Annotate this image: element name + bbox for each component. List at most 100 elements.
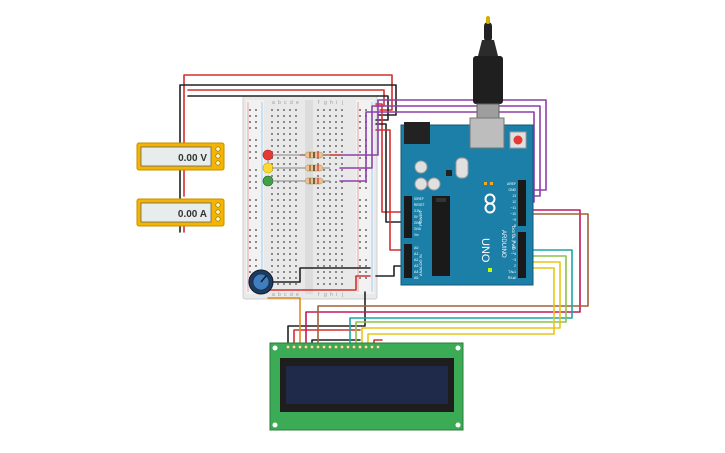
breadboard-hole bbox=[283, 127, 285, 129]
lcd-pin[interactable] bbox=[298, 345, 302, 349]
black-wire[interactable] bbox=[375, 265, 406, 277]
red-wire[interactable] bbox=[261, 275, 371, 291]
svg-text:f: f bbox=[318, 292, 320, 298]
svg-text:b: b bbox=[278, 100, 281, 106]
voltmeter[interactable]: 0.00 V bbox=[136, 142, 225, 171]
breadboard-hole bbox=[271, 199, 273, 201]
breadboard-hole bbox=[323, 187, 325, 189]
lcd-pin[interactable] bbox=[352, 345, 356, 349]
red-wire-a0[interactable] bbox=[375, 129, 406, 251]
lcd-pin[interactable] bbox=[292, 345, 296, 349]
black-wire-gnd[interactable] bbox=[375, 123, 406, 223]
breadboard-hole bbox=[329, 187, 331, 189]
breadboard-hole bbox=[271, 121, 273, 123]
black-wire[interactable] bbox=[261, 267, 371, 283]
analog-pin-labels: A0 A1 A2 A3 A4 A5 bbox=[414, 246, 418, 280]
lcd-pin[interactable] bbox=[370, 345, 374, 349]
meter-knob-icon bbox=[215, 202, 221, 208]
red-wire-lcd-vcc[interactable] bbox=[293, 329, 361, 347]
svg-text:Vin: Vin bbox=[414, 233, 419, 237]
lcd-pin[interactable] bbox=[322, 345, 326, 349]
usb-cable[interactable] bbox=[473, 16, 503, 125]
power-label: POWER bbox=[418, 211, 423, 226]
breadboard-hole bbox=[317, 127, 319, 129]
rail-hole bbox=[359, 241, 361, 243]
lcd-pin[interactable] bbox=[316, 345, 320, 349]
breadboard-hole bbox=[271, 271, 273, 273]
lcd-pin[interactable] bbox=[334, 345, 338, 349]
breadboard-hole bbox=[271, 235, 273, 237]
arduino-uno[interactable]: ARDUINO UNO POWER ANALOG IN DIGITAL (PWM… bbox=[400, 117, 534, 286]
breadboard-hole bbox=[341, 259, 343, 261]
rail-hole bbox=[365, 217, 367, 219]
resistor[interactable] bbox=[300, 177, 330, 185]
svg-text:GND: GND bbox=[508, 188, 516, 192]
svg-text:f: f bbox=[318, 100, 320, 106]
breadboard-hole bbox=[335, 283, 337, 285]
led-green[interactable] bbox=[262, 175, 274, 187]
lcd-pin[interactable] bbox=[286, 345, 290, 349]
breadboard-hole bbox=[341, 175, 343, 177]
rail-hole bbox=[255, 241, 257, 243]
rail-hole bbox=[255, 175, 257, 177]
teal-wire-lcd-d4[interactable] bbox=[349, 249, 573, 347]
lcd-pin[interactable] bbox=[304, 345, 308, 349]
breadboard-hole bbox=[295, 175, 297, 177]
lcd-module[interactable] bbox=[269, 342, 464, 431]
lcd-pin[interactable] bbox=[364, 345, 368, 349]
orange-wire-lcd-contrast[interactable] bbox=[267, 297, 301, 347]
rail-hole bbox=[359, 277, 361, 279]
breadboard-hole bbox=[277, 241, 279, 243]
breadboard-hole bbox=[323, 283, 325, 285]
rail-hole bbox=[365, 241, 367, 243]
breadboard-hole bbox=[283, 271, 285, 273]
breadboard-hole bbox=[295, 181, 297, 183]
rail-hole bbox=[359, 217, 361, 219]
breadboard-hole bbox=[271, 109, 273, 111]
breadboard-hole bbox=[341, 271, 343, 273]
magenta-wire-lcd-rs[interactable] bbox=[305, 209, 581, 347]
svg-text:d: d bbox=[290, 100, 293, 106]
rail-hole bbox=[359, 181, 361, 183]
ammeter[interactable]: 0.00 A bbox=[136, 198, 225, 227]
digital-pin-labels-top: AREF GND 13 12 ~11 ~10 ~9 8 bbox=[507, 182, 517, 228]
lcd-pin[interactable] bbox=[358, 345, 362, 349]
breadboard-hole bbox=[289, 247, 291, 249]
lcd-pin[interactable] bbox=[346, 345, 350, 349]
svg-text:AREF: AREF bbox=[507, 182, 516, 186]
yellow-wire-lcd-d6[interactable] bbox=[361, 261, 561, 347]
svg-text:i: i bbox=[336, 292, 337, 298]
breadboard-hole bbox=[271, 265, 273, 267]
lime-wire-lcd-d5[interactable] bbox=[355, 255, 567, 347]
led-yellow[interactable] bbox=[262, 162, 274, 174]
breadboard-hole bbox=[277, 277, 279, 279]
meter-knob-icon bbox=[215, 153, 221, 159]
rail-hole bbox=[249, 151, 251, 153]
breadboard-hole bbox=[335, 121, 337, 123]
red-wire-5v[interactable] bbox=[375, 103, 406, 213]
breadboard-hole bbox=[323, 115, 325, 117]
lcd-pin[interactable] bbox=[376, 345, 380, 349]
lcd-pin[interactable] bbox=[328, 345, 332, 349]
breadboard-hole bbox=[289, 157, 291, 159]
breadboard-hole bbox=[271, 241, 273, 243]
breadboard-hole bbox=[295, 241, 297, 243]
brown-wire-lcd-e[interactable] bbox=[317, 213, 589, 347]
black-wire-lcd-gnd[interactable] bbox=[287, 291, 366, 347]
resistor[interactable] bbox=[300, 151, 330, 159]
lcd-pin[interactable] bbox=[340, 345, 344, 349]
yellow-wire-lcd-d7[interactable] bbox=[367, 267, 555, 347]
black-wire[interactable] bbox=[179, 84, 397, 147]
resistor[interactable] bbox=[300, 164, 330, 172]
breadboard-hole bbox=[335, 247, 337, 249]
potentiometer[interactable] bbox=[248, 269, 274, 295]
breadboard-hole bbox=[277, 151, 279, 153]
breadboard-hole bbox=[277, 217, 279, 219]
lcd-pin[interactable] bbox=[310, 345, 314, 349]
rail-hole bbox=[249, 157, 251, 159]
breadboard-hole bbox=[283, 235, 285, 237]
breadboard-hole bbox=[289, 277, 291, 279]
breadboard-hole bbox=[341, 115, 343, 117]
breadboard-hole bbox=[341, 223, 343, 225]
svg-text:7: 7 bbox=[514, 234, 516, 238]
